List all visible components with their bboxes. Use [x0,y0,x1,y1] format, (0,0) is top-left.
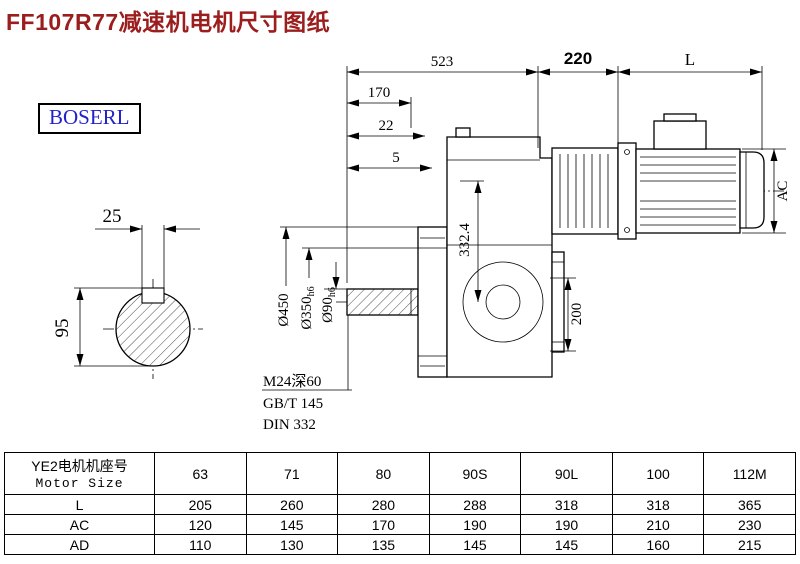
cell-AC-4: 190 [520,514,613,535]
flange-bolt-bottom [624,227,630,233]
terminal-box-cap [663,113,697,122]
row-label-AC: AC [4,514,155,535]
header-motor-size-cn: YE2电机机座号 [31,458,128,474]
dim-label-332: 332.4 [457,223,473,257]
header-size-71: 71 [245,452,339,495]
dimension-lines: 523 220 L 170 22 5 AC 332.4 [262,49,791,433]
side-view [336,113,784,378]
dim-label-motor-length: L [685,50,695,69]
flange-bolt-top [624,149,630,155]
cell-AC-2: 170 [337,514,430,535]
header-size-80: 80 [337,452,430,495]
note-din: DIN 332 [263,417,316,433]
cell-AD-3: 145 [428,534,522,555]
cell-AD-5: 160 [611,534,705,555]
cell-AD-0: 110 [154,534,247,555]
dim-label-key-height: 95 [52,319,73,338]
header-size-90l: 90L [520,452,613,495]
shaft-dia-tolerance: h6 [327,287,338,297]
motor-body [635,148,741,234]
row-label-L: L [4,494,155,515]
cell-AD-6: 215 [703,534,796,555]
motor-fins [640,156,736,226]
cell-L-1: 260 [245,494,339,515]
eyebolt [455,127,471,138]
cell-AC-0: 120 [154,514,247,535]
cell-AC-1: 145 [245,514,339,535]
side-cover [551,251,565,353]
dim-label-200: 200 [569,303,585,326]
header-size-63: 63 [154,452,247,495]
header-size-90s: 90S [428,452,522,495]
note-gbt: GB/T 145 [263,396,323,412]
gear-circle-outer [462,261,544,343]
dim-label-total-length: 523 [431,54,454,70]
dim-label-ac: AC [775,181,791,202]
cell-AD-2: 135 [337,534,430,555]
adapter-fins [559,154,609,228]
cell-L-0: 205 [154,494,247,515]
fan-cowl [739,151,765,229]
cell-AC-6: 230 [703,514,796,535]
dim-label-key-width: 25 [103,206,122,227]
motor-size-table: YE2电机机座号 Motor Size 63 71 80 90S 90L 100… [4,452,796,555]
cell-L-2: 280 [337,494,430,515]
dimension-key-height: 95 [52,287,156,367]
adapter-housing [551,147,619,235]
table-row-L: L 205 260 280 288 318 318 365 [4,494,796,515]
header-size-100: 100 [611,452,705,495]
tap-note-block: M24深60 GB/T 145 DIN 332 [262,315,352,433]
spigot-dia-value: Ø350 [299,296,315,329]
row-label-AD: AD [4,534,155,555]
dim-label-shaft-dia: Ø90h6 [320,287,338,323]
dim-label-adapter-length: 220 [564,49,592,68]
motor-flange [617,142,637,240]
page-title: FF107R77减速机电机尺寸图纸 [6,9,331,35]
shaft-dia-value: Ø90 [320,297,336,323]
header-size-112m: 112M [703,452,796,495]
dimension-key-width: 25 [95,206,200,233]
cell-AD-1: 130 [245,534,339,555]
cell-AC-3: 190 [428,514,522,535]
table-header-row: YE2电机机座号 Motor Size 63 71 80 90S 90L 100… [4,452,796,495]
terminal-box [653,120,707,150]
brand-logo: BOSERL [38,103,141,134]
dim-label-spigot-dia: Ø350h6 [299,286,317,329]
cell-L-6: 365 [703,494,796,515]
spigot-dia-tolerance: h6 [306,286,317,296]
header-motor-size-en: Motor Size [35,476,124,491]
cell-AD-4: 145 [520,534,613,555]
keyway [141,287,165,304]
cell-L-4: 318 [520,494,613,515]
cell-L-3: 288 [428,494,522,515]
shaft-end-view: 25 95 [52,206,203,379]
gear-circle-inner [485,284,521,320]
cell-AC-5: 210 [611,514,705,535]
note-tap: M24深60 [263,373,321,390]
dim-label-flange-dia: Ø450 [276,293,292,326]
dim-label-170: 170 [368,85,391,101]
header-motor-size: YE2电机机座号 Motor Size [4,452,155,495]
mounting-flange [417,226,448,378]
cell-L-5: 318 [611,494,705,515]
table-row-AC: AC 120 145 170 190 190 210 230 [4,514,796,535]
output-shaft [346,288,419,316]
table-row-AD: AD 110 130 135 145 145 160 215 [4,534,796,555]
dim-label-5: 5 [392,150,400,166]
gear-housing [446,136,553,378]
dimension-drawing: 25 95 [52,49,791,433]
dim-label-22: 22 [379,118,394,134]
